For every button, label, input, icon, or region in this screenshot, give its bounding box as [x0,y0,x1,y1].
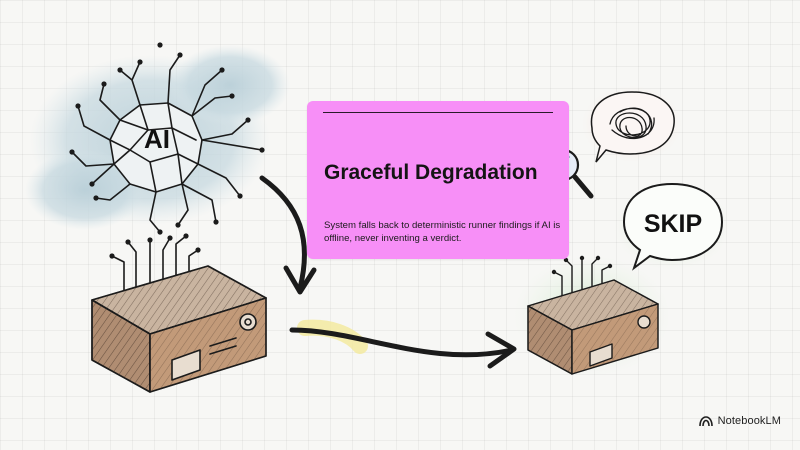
highlight-stroke [297,319,368,354]
notebooklm-logo-icon [698,416,713,427]
arrow-right-curve [289,327,515,358]
ai-cracked-sphere-icon [71,54,263,233]
confused-thought-bubble-icon [582,86,682,163]
arrow-down-head [283,265,317,295]
ai-circuit-nodes [69,42,265,235]
card-title: Graceful Degradation [324,161,538,184]
brand-name: NotebookLM [717,415,781,427]
arrow-right-head [485,331,517,369]
ai-label: AI [144,124,170,154]
server-box-right-icon [514,255,670,376]
card-rule [323,112,553,113]
card-description: System falls back to deterministic runne… [324,220,561,244]
server-box-left-icon [91,233,267,393]
graceful-degradation-card: Graceful Degradation System falls back t… [307,101,569,259]
notebooklm-brand: NotebookLM [698,413,781,429]
arrow-down-curve [259,175,307,291]
skip-label: SKIP [644,210,702,238]
skip-speech-bubble [614,182,730,271]
